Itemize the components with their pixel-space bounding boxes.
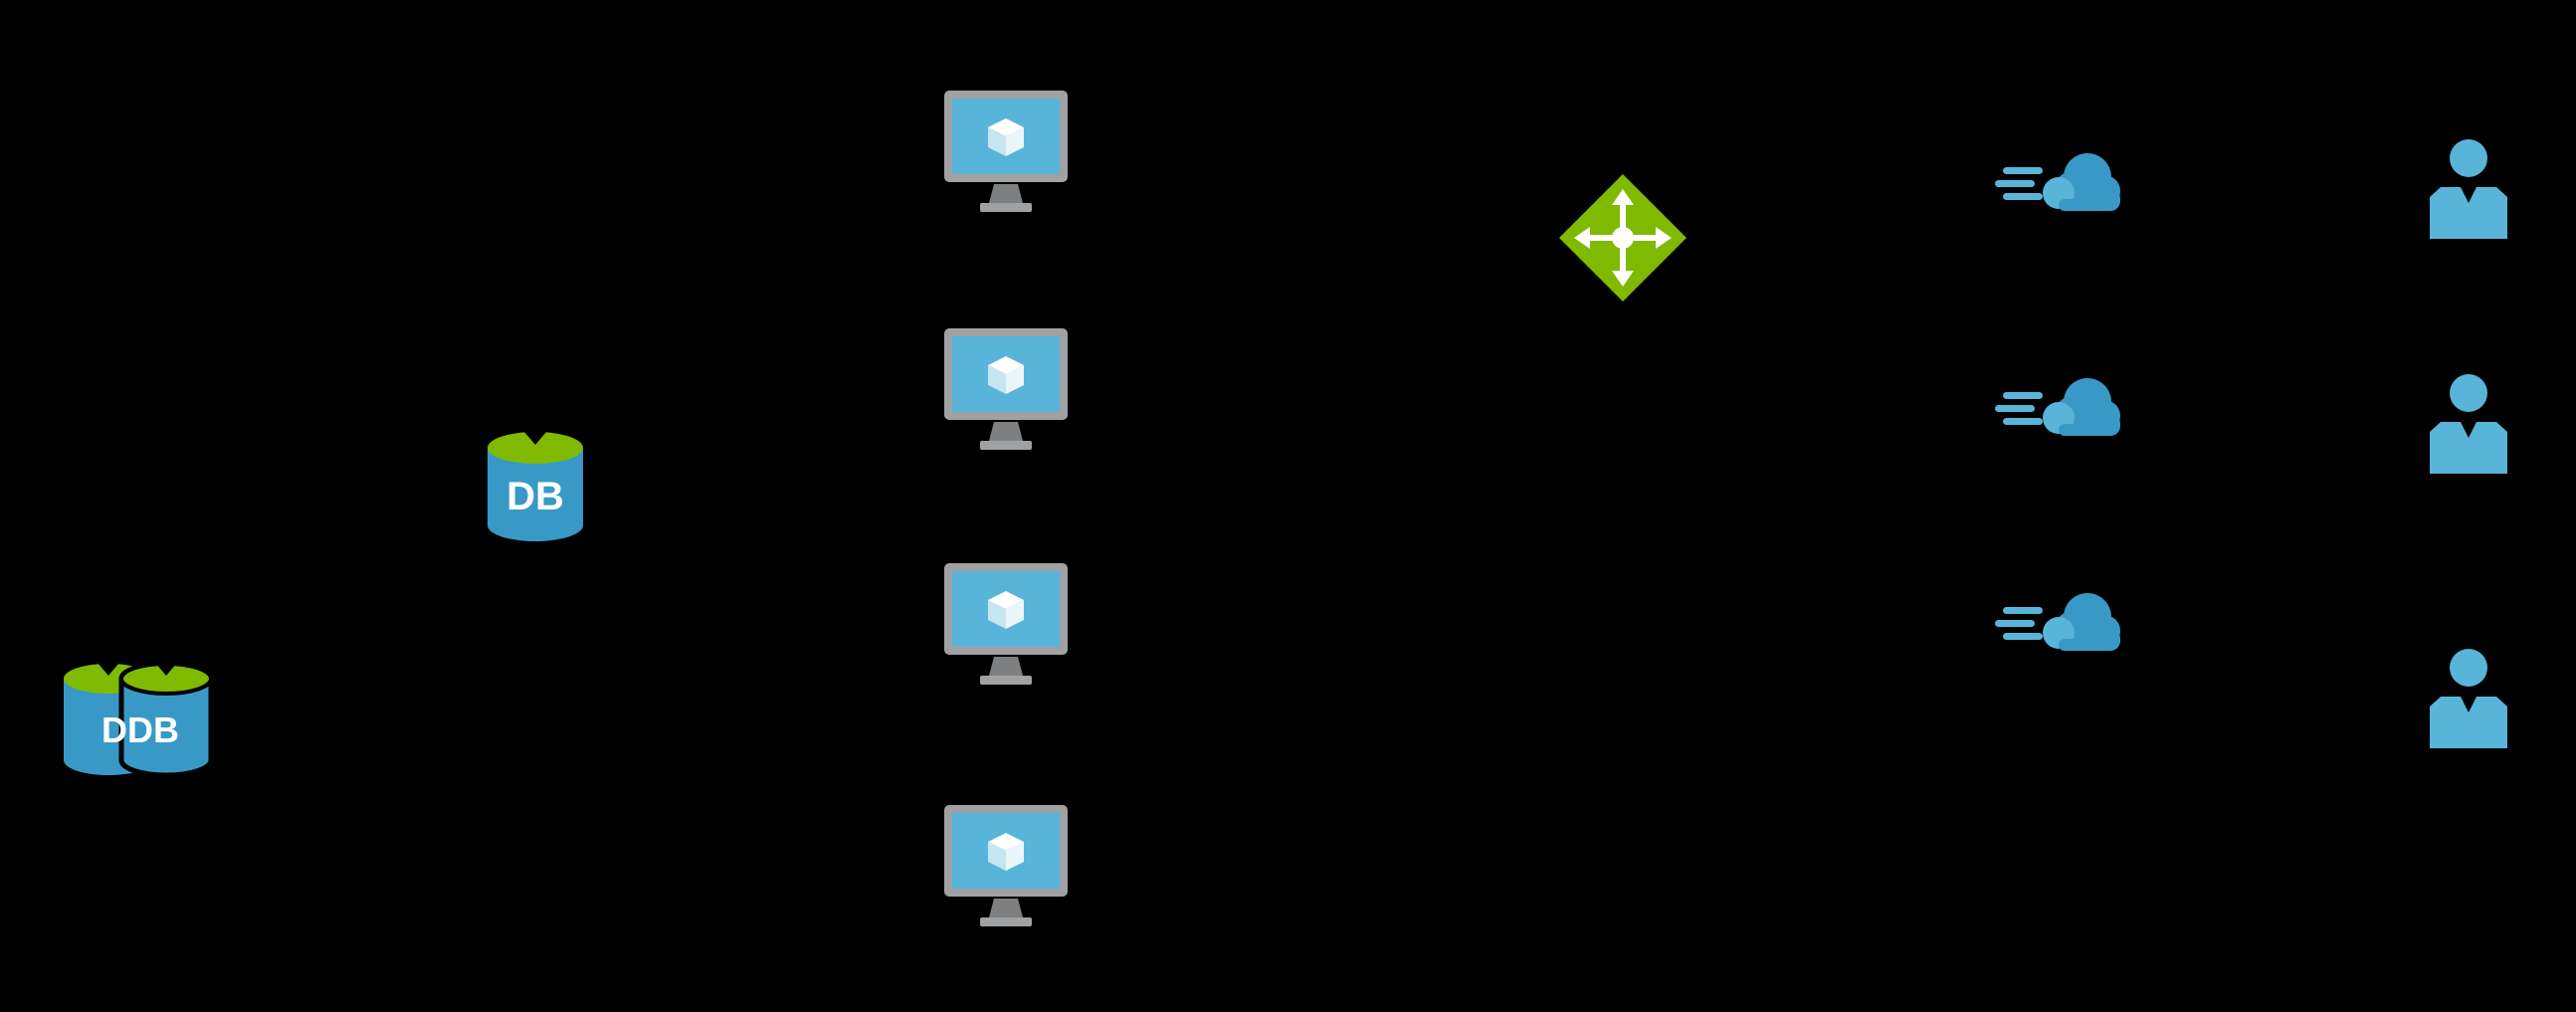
user-node-3 xyxy=(2428,647,2509,750)
virtual-machine-icon xyxy=(944,328,1068,450)
vm-node-3 xyxy=(943,562,1069,699)
user-icon xyxy=(2430,139,2507,239)
user-node-2 xyxy=(2428,372,2509,476)
documentdb-label: DDB xyxy=(101,709,179,750)
user-node-1 xyxy=(2428,137,2509,241)
database-icon: DB xyxy=(488,431,583,541)
cdn-node-1 xyxy=(1993,137,2123,225)
documentdb-node: DDB xyxy=(63,657,212,784)
cdn-node-2 xyxy=(1993,362,2123,450)
vm-node-2 xyxy=(943,327,1069,464)
user-icon xyxy=(2430,374,2507,474)
load-balancer-node xyxy=(1556,171,1689,304)
cdn-cloud-icon xyxy=(1995,593,2120,651)
user-icon xyxy=(2430,649,2507,748)
vm-node-4 xyxy=(943,804,1069,940)
virtual-machine-icon xyxy=(944,563,1068,685)
vm-node-1 xyxy=(943,90,1069,226)
virtual-machine-icon xyxy=(944,805,1068,926)
cdn-cloud-icon xyxy=(1995,153,2120,211)
load-balancer-icon xyxy=(1559,174,1686,302)
sql-database-node: DB xyxy=(485,428,586,545)
cdn-cloud-icon xyxy=(1995,378,2120,436)
virtual-machine-icon xyxy=(944,91,1068,212)
cdn-node-3 xyxy=(1993,577,2123,665)
database-stack-icon: DDB xyxy=(64,661,212,778)
database-label: DB xyxy=(506,475,564,518)
